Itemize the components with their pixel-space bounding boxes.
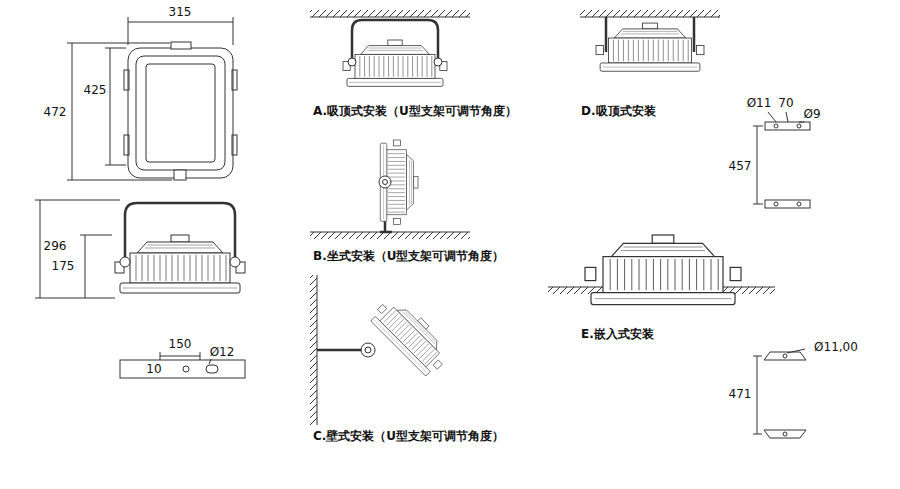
dimension-label: 296	[43, 239, 68, 253]
mounting-caption: C.壁式安装（U型支架可调节角度）	[312, 429, 505, 443]
mounting-caption: D.吸顶式安装	[580, 104, 657, 118]
dimension-label: 425	[83, 83, 108, 97]
dimension-label: Ø11,00	[813, 340, 859, 354]
dimension-label: Ø12	[209, 345, 236, 359]
mounting-caption: B.坐式安装（U型支架可调节角度）	[312, 249, 505, 263]
dimension-label: 10	[145, 362, 162, 376]
dimension-label: Ø9	[802, 107, 821, 121]
dimension-label: 457	[728, 159, 753, 173]
dimension-label: Ø11	[746, 96, 773, 110]
mounting-caption: E.嵌入式安装	[580, 327, 655, 341]
dimension-label: 175	[51, 259, 76, 273]
dimension-label: 315	[168, 5, 193, 19]
mounting-caption: A.吸顶式安装（U型支架可调节角度）	[312, 104, 518, 118]
dimension-label: 70	[777, 96, 794, 110]
dimension-label: 150	[168, 337, 193, 351]
dimension-label: 471	[728, 387, 753, 401]
dimension-label: 472	[43, 105, 68, 119]
